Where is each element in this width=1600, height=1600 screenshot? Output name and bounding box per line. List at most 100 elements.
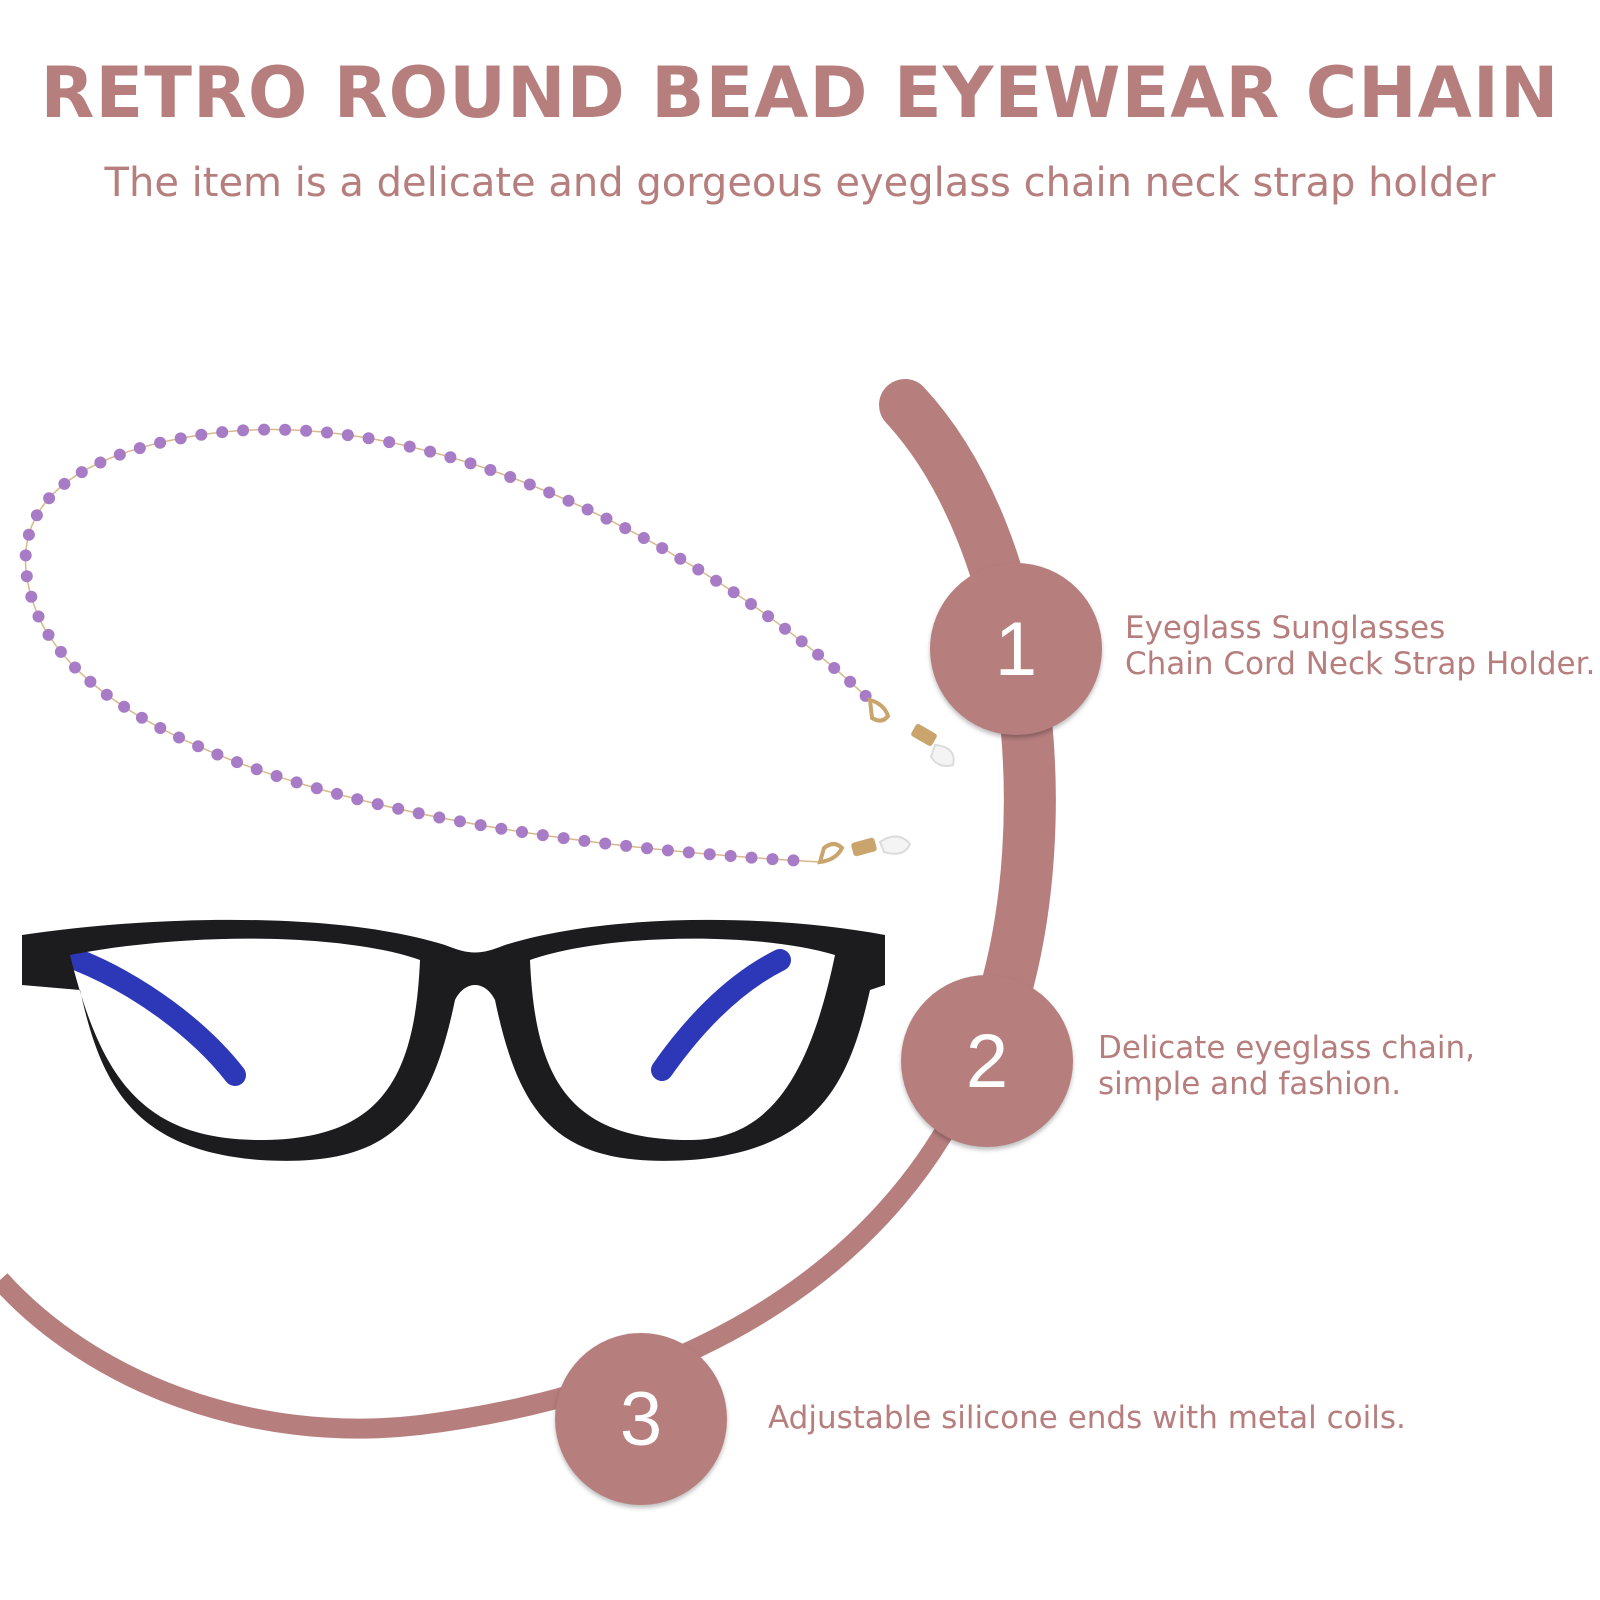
feature-text-2: Delicate eyeglass chain, simple and fash… (1098, 1030, 1476, 1102)
feature-number-badge-1: 1 (930, 563, 1102, 735)
chain-bead (154, 436, 167, 449)
chain-bead (403, 440, 416, 453)
chain-bead (581, 503, 594, 516)
chain-bead (523, 478, 536, 491)
page-subtitle: The item is a delicate and gorgeous eyeg… (104, 160, 1496, 206)
frame (22, 919, 885, 1161)
feature-text-3: Adjustable silicone ends with metal coil… (768, 1400, 1406, 1436)
chain-bead (341, 429, 354, 442)
chain-bead (844, 675, 857, 688)
chain-bead (641, 842, 653, 855)
chain-bead (84, 675, 97, 688)
chain-bead (424, 445, 437, 458)
chain-bead (674, 552, 687, 565)
chain-bead (599, 837, 612, 850)
chain-bead (258, 423, 271, 436)
chain-bead (54, 645, 67, 658)
chain-bead (135, 711, 148, 724)
chain-bead (310, 782, 323, 795)
chain-bead (231, 756, 243, 769)
chain-bead (58, 477, 71, 490)
chain-bead (237, 424, 250, 437)
chain-bead (484, 464, 497, 476)
chain-bead (412, 807, 425, 820)
chain-bead (787, 854, 800, 867)
bead-chain (19, 423, 872, 867)
chain-bead (619, 522, 632, 535)
chain-bead (433, 811, 446, 824)
chain-bead (250, 763, 263, 776)
temple-left (67, 949, 246, 1086)
chain-bead (211, 748, 224, 761)
chain-bead (745, 598, 757, 610)
chain-bead (536, 829, 549, 842)
chain-bead (351, 793, 364, 806)
decorative-arc-tail (896, 393, 1011, 563)
chain-bead (779, 622, 791, 635)
chain-bead (100, 688, 113, 701)
chain-bead (321, 426, 333, 439)
chain-bead (371, 798, 384, 811)
decorative-arc (0, 1056, 990, 1439)
chain-bead (300, 424, 313, 437)
chain-bead (766, 853, 779, 866)
chain-bead (174, 432, 187, 445)
chain-wire (24, 428, 871, 863)
chain-bead (453, 815, 466, 828)
page-title: RETRO ROUND BEAD EYEWEAR CHAIN (40, 52, 1560, 134)
chain-bead (724, 850, 737, 862)
chain-bead (118, 700, 131, 713)
temple-right (651, 949, 791, 1081)
chain-bead (557, 832, 570, 845)
chain-bead (392, 802, 405, 815)
chain-bead (656, 542, 669, 555)
chain-bead (692, 563, 705, 576)
chain-bead (504, 471, 517, 483)
chain-bead (495, 822, 508, 835)
chain-bead (710, 574, 723, 587)
chain-bead (30, 509, 43, 522)
chain-bead (637, 532, 650, 544)
chain-bead (69, 661, 81, 674)
feature-text-1: Eyeglass Sunglasses Chain Cord Neck Stra… (1125, 610, 1596, 682)
chain-bead (362, 432, 375, 445)
chain-bead (75, 466, 88, 479)
chain-bead (562, 494, 575, 507)
chain-bead (270, 770, 283, 782)
chain-bead (812, 648, 825, 661)
chain-bead (464, 457, 477, 470)
chain-bead (94, 456, 107, 469)
chain-bead (32, 610, 45, 623)
chain-bead (154, 722, 167, 734)
chain-bead (290, 776, 303, 789)
chain-bead (745, 851, 758, 864)
chain-bead (383, 436, 396, 449)
chain-bead (682, 846, 695, 859)
chain-bead (216, 426, 229, 439)
chain-bead (331, 787, 343, 800)
chain-bead (195, 428, 208, 441)
chain-bead (620, 839, 633, 852)
chain-bead (600, 512, 613, 525)
chain-bead (113, 448, 126, 461)
chain-bead (192, 740, 205, 753)
chain-bead (25, 590, 38, 603)
chain-bead (42, 628, 55, 641)
chain-bead (516, 826, 528, 838)
chain-end-bottom (817, 835, 912, 865)
feature-number-badge-3: 3 (555, 1333, 727, 1505)
chain-bead (578, 834, 591, 847)
chain-bead (20, 570, 33, 583)
chain-bead (173, 731, 185, 744)
chain-bead (19, 549, 32, 562)
chain-bead (543, 486, 556, 499)
chain-end-top (867, 697, 955, 767)
chain-bead (762, 610, 775, 623)
chain-bead (279, 423, 292, 436)
chain-bead (828, 662, 841, 674)
chain-bead (444, 451, 457, 464)
chain-bead (474, 819, 487, 832)
chain-bead (22, 528, 35, 541)
feature-number-badge-2: 2 (901, 975, 1073, 1147)
